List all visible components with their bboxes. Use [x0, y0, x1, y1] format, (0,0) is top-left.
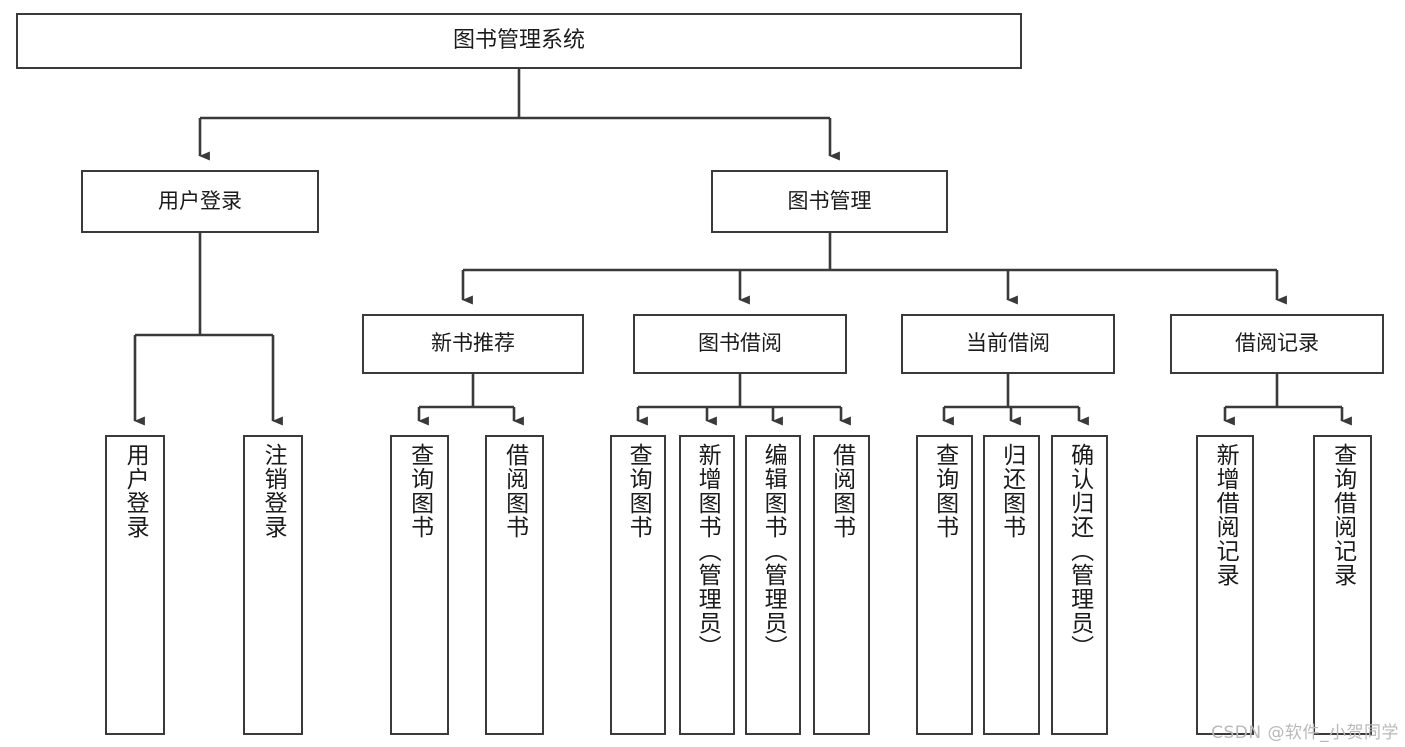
node-book-manage[interactable]: 图书管理: [711, 170, 948, 233]
node-leaf-user-login[interactable]: 用户登录: [105, 435, 165, 735]
node-leaf-borrow-book-2-label: 借阅图书: [828, 443, 855, 539]
node-leaf-user-login-label: 用户登录: [122, 443, 149, 539]
node-borrow-record-label: 借阅记录: [1235, 331, 1319, 356]
node-leaf-confirm-return-admin-label: 确认归还（管理员）: [1066, 443, 1093, 659]
node-leaf-query-book-1[interactable]: 查询图书: [390, 435, 449, 735]
node-book-manage-label: 图书管理: [787, 188, 872, 213]
node-leaf-logout[interactable]: 注销登录: [243, 435, 303, 735]
node-leaf-edit-book-admin[interactable]: 编辑图书（管理员）: [745, 435, 801, 735]
node-new-book-rec-label: 新书推荐: [431, 331, 515, 356]
node-leaf-query-book-2-label: 查询图书: [625, 443, 652, 539]
node-borrow-record[interactable]: 借阅记录: [1170, 314, 1384, 374]
watermark: CSDN @软件_小贺同学: [1211, 723, 1399, 743]
node-leaf-query-book-3-label: 查询图书: [931, 443, 958, 539]
node-leaf-borrow-book-1-label: 借阅图书: [501, 443, 528, 539]
node-leaf-add-borrow-record[interactable]: 新增借阅记录: [1196, 435, 1254, 735]
node-leaf-query-book-3[interactable]: 查询图书: [916, 435, 973, 735]
node-user-login-label: 用户登录: [158, 188, 242, 213]
node-leaf-edit-book-admin-label: 编辑图书（管理员）: [760, 443, 787, 659]
node-leaf-confirm-return-admin[interactable]: 确认归还（管理员）: [1051, 435, 1108, 735]
node-book-borrow[interactable]: 图书借阅: [633, 314, 847, 374]
node-current-borrow[interactable]: 当前借阅: [901, 314, 1115, 374]
node-leaf-return-book-label: 归还图书: [998, 443, 1025, 539]
node-leaf-logout-label: 注销登录: [260, 443, 287, 539]
node-leaf-borrow-book-2[interactable]: 借阅图书: [813, 435, 870, 735]
node-new-book-rec[interactable]: 新书推荐: [362, 314, 584, 374]
node-current-borrow-label: 当前借阅: [966, 331, 1050, 356]
node-leaf-borrow-book-1[interactable]: 借阅图书: [485, 435, 544, 735]
node-leaf-query-book-2[interactable]: 查询图书: [610, 435, 666, 735]
node-leaf-query-borrow-record-label: 查询借阅记录: [1329, 443, 1356, 587]
node-leaf-add-book-admin-label: 新增图书（管理员）: [694, 443, 721, 659]
node-leaf-return-book[interactable]: 归还图书: [983, 435, 1040, 735]
node-root[interactable]: 图书管理系统: [16, 13, 1022, 69]
node-user-login[interactable]: 用户登录: [81, 170, 319, 233]
node-leaf-query-book-1-label: 查询图书: [406, 443, 433, 539]
node-leaf-add-borrow-record-label: 新增借阅记录: [1212, 443, 1239, 587]
node-book-borrow-label: 图书借阅: [698, 331, 782, 356]
node-leaf-query-borrow-record[interactable]: 查询借阅记录: [1313, 435, 1372, 735]
node-leaf-add-book-admin[interactable]: 新增图书（管理员）: [679, 435, 735, 735]
node-root-label: 图书管理系统: [452, 27, 585, 53]
